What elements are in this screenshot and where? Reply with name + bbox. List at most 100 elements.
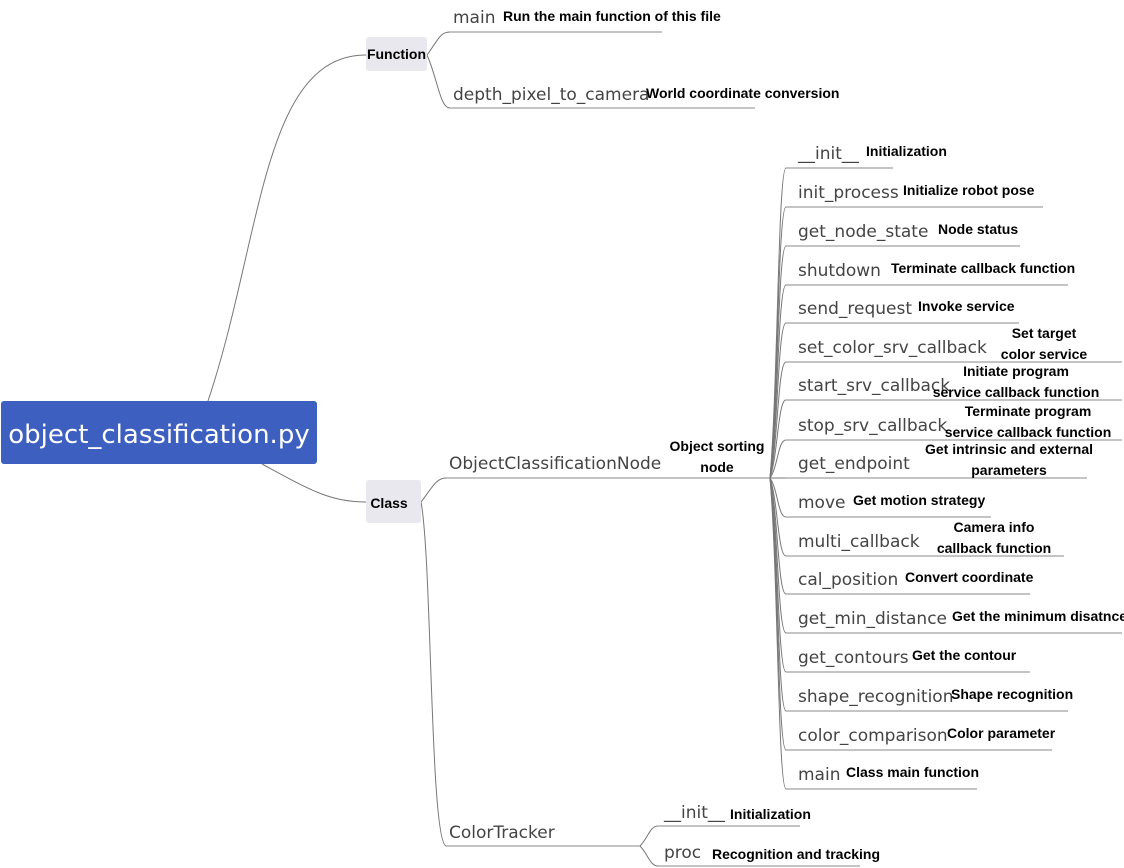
method-name: __init__ bbox=[663, 803, 725, 823]
method-name: start_srv_callback bbox=[798, 376, 950, 396]
class-item-object-classification-node[interactable]: ObjectClassificationNode Object sorting … bbox=[449, 438, 764, 475]
method-item[interactable]: cal_position Convert coordinate bbox=[798, 569, 1034, 590]
method-desc: parameters bbox=[971, 462, 1047, 478]
method-desc: Initialization bbox=[866, 143, 947, 159]
connector-root-class bbox=[261, 463, 367, 503]
connector-method bbox=[769, 439, 787, 479]
method-desc: Camera info bbox=[954, 519, 1035, 535]
method-name: cal_position bbox=[798, 570, 898, 590]
connector-method bbox=[639, 845, 659, 867]
connector-root-function bbox=[207, 54, 367, 402]
method-name: multi_callback bbox=[798, 532, 920, 552]
connector-method bbox=[769, 477, 787, 595]
method-name: init_process bbox=[798, 183, 899, 203]
method-name: set_color_srv_callback bbox=[798, 338, 987, 358]
method-desc: callback function bbox=[937, 540, 1051, 556]
method-desc: Node status bbox=[938, 221, 1018, 237]
method-desc: Invoke service bbox=[918, 298, 1015, 314]
method-desc: Color parameter bbox=[947, 725, 1056, 741]
function-item-name: depth_pixel_to_camera bbox=[453, 85, 649, 105]
connector-method bbox=[769, 322, 787, 479]
method-item[interactable]: stop_srv_callback Terminate program servic… bbox=[798, 403, 1111, 440]
method-item[interactable]: send_request Invoke service bbox=[798, 298, 1015, 319]
method-name: get_endpoint bbox=[798, 454, 910, 474]
method-item[interactable]: move Get motion strategy bbox=[798, 492, 985, 513]
method-desc: Get motion strategy bbox=[853, 492, 985, 508]
class-item-name: ColorTracker bbox=[449, 823, 555, 843]
method-name: send_request bbox=[798, 299, 912, 319]
class-item-name: ObjectClassificationNode bbox=[449, 454, 661, 474]
color-tracker-methods: __init__ Initialization proc Recognition an… bbox=[663, 803, 880, 863]
connector-lines bbox=[207, 31, 1122, 867]
method-name: stop_srv_callback bbox=[798, 416, 947, 436]
method-item[interactable]: set_color_srv_callback Set target color se… bbox=[798, 325, 1087, 362]
method-name: __init__ bbox=[797, 144, 859, 164]
method-item[interactable]: __init__ Initialization bbox=[797, 143, 947, 164]
connector-function-depth bbox=[426, 54, 451, 109]
method-desc: Convert coordinate bbox=[905, 569, 1034, 585]
function-item-depth-pixel-to-camera[interactable]: depth_pixel_to_camera World coordinate c… bbox=[453, 85, 839, 105]
method-desc: Initiate program bbox=[963, 363, 1069, 379]
function-item-desc: Run the main function of this file bbox=[503, 8, 721, 24]
connector-function-main bbox=[426, 31, 451, 56]
method-desc: Recognition and tracking bbox=[712, 846, 880, 862]
method-name: color_comparison bbox=[798, 726, 948, 746]
connector-class-ocn bbox=[420, 477, 447, 503]
branch-function[interactable]: Function bbox=[366, 37, 427, 71]
method-desc: Shape recognition bbox=[951, 686, 1073, 702]
method-desc: Get the contour bbox=[912, 647, 1017, 663]
method-name: get_node_state bbox=[798, 222, 928, 242]
connector-method bbox=[769, 477, 787, 518]
branch-class[interactable]: Class bbox=[366, 480, 421, 523]
method-desc: Class main function bbox=[846, 764, 979, 780]
class-item-color-tracker[interactable]: ColorTracker bbox=[449, 823, 555, 843]
connector-class-ct bbox=[420, 501, 447, 847]
method-name: shape_recognition bbox=[798, 687, 953, 707]
connector-method bbox=[769, 477, 787, 790]
method-item[interactable]: get_endpoint Get intrinsic and external pa… bbox=[798, 441, 1093, 478]
root-node[interactable]: object_classification.py bbox=[1, 401, 317, 464]
method-name: proc bbox=[664, 843, 701, 863]
connector-method bbox=[769, 361, 787, 479]
method-item[interactable]: shutdown Terminate callback function bbox=[798, 260, 1075, 281]
function-tag-label: Function bbox=[367, 46, 426, 62]
connector-method bbox=[769, 399, 787, 479]
method-name: get_contours bbox=[798, 648, 909, 668]
method-desc: Set target bbox=[1012, 325, 1077, 341]
function-item-name: main bbox=[453, 8, 495, 28]
root-node-label: object_classification.py bbox=[8, 420, 309, 450]
method-name: move bbox=[798, 493, 845, 513]
function-item-desc: World coordinate conversion bbox=[646, 85, 839, 101]
method-desc: service callback function bbox=[945, 424, 1112, 440]
method-desc: Get intrinsic and external bbox=[925, 441, 1093, 457]
class-item-desc: Object sorting bbox=[670, 438, 765, 454]
class-tag-label: Class bbox=[370, 495, 408, 511]
method-item[interactable]: proc Recognition and tracking bbox=[664, 843, 880, 863]
method-desc: Initialization bbox=[730, 806, 811, 822]
method-desc: Terminate callback function bbox=[891, 260, 1075, 276]
method-name: shutdown bbox=[798, 261, 881, 281]
method-desc: Terminate program bbox=[965, 403, 1092, 419]
connector-method bbox=[769, 477, 787, 557]
method-desc: color service bbox=[1001, 346, 1088, 362]
root-node-box bbox=[1, 401, 317, 464]
connector-method bbox=[639, 825, 659, 847]
method-desc: Get the minimum disatnce bbox=[952, 608, 1124, 624]
function-tag-box bbox=[366, 37, 427, 71]
function-item-main[interactable]: main Run the main function of this file bbox=[453, 8, 721, 28]
class-tag-box bbox=[366, 480, 421, 523]
method-desc: Initialize robot pose bbox=[903, 182, 1035, 198]
method-item[interactable]: get_node_state Node status bbox=[798, 221, 1018, 242]
method-item[interactable]: multi_callback Camera info callback functi… bbox=[798, 519, 1051, 556]
method-item[interactable]: __init__ Initialization bbox=[663, 803, 811, 823]
class-item-desc: node bbox=[700, 459, 734, 475]
